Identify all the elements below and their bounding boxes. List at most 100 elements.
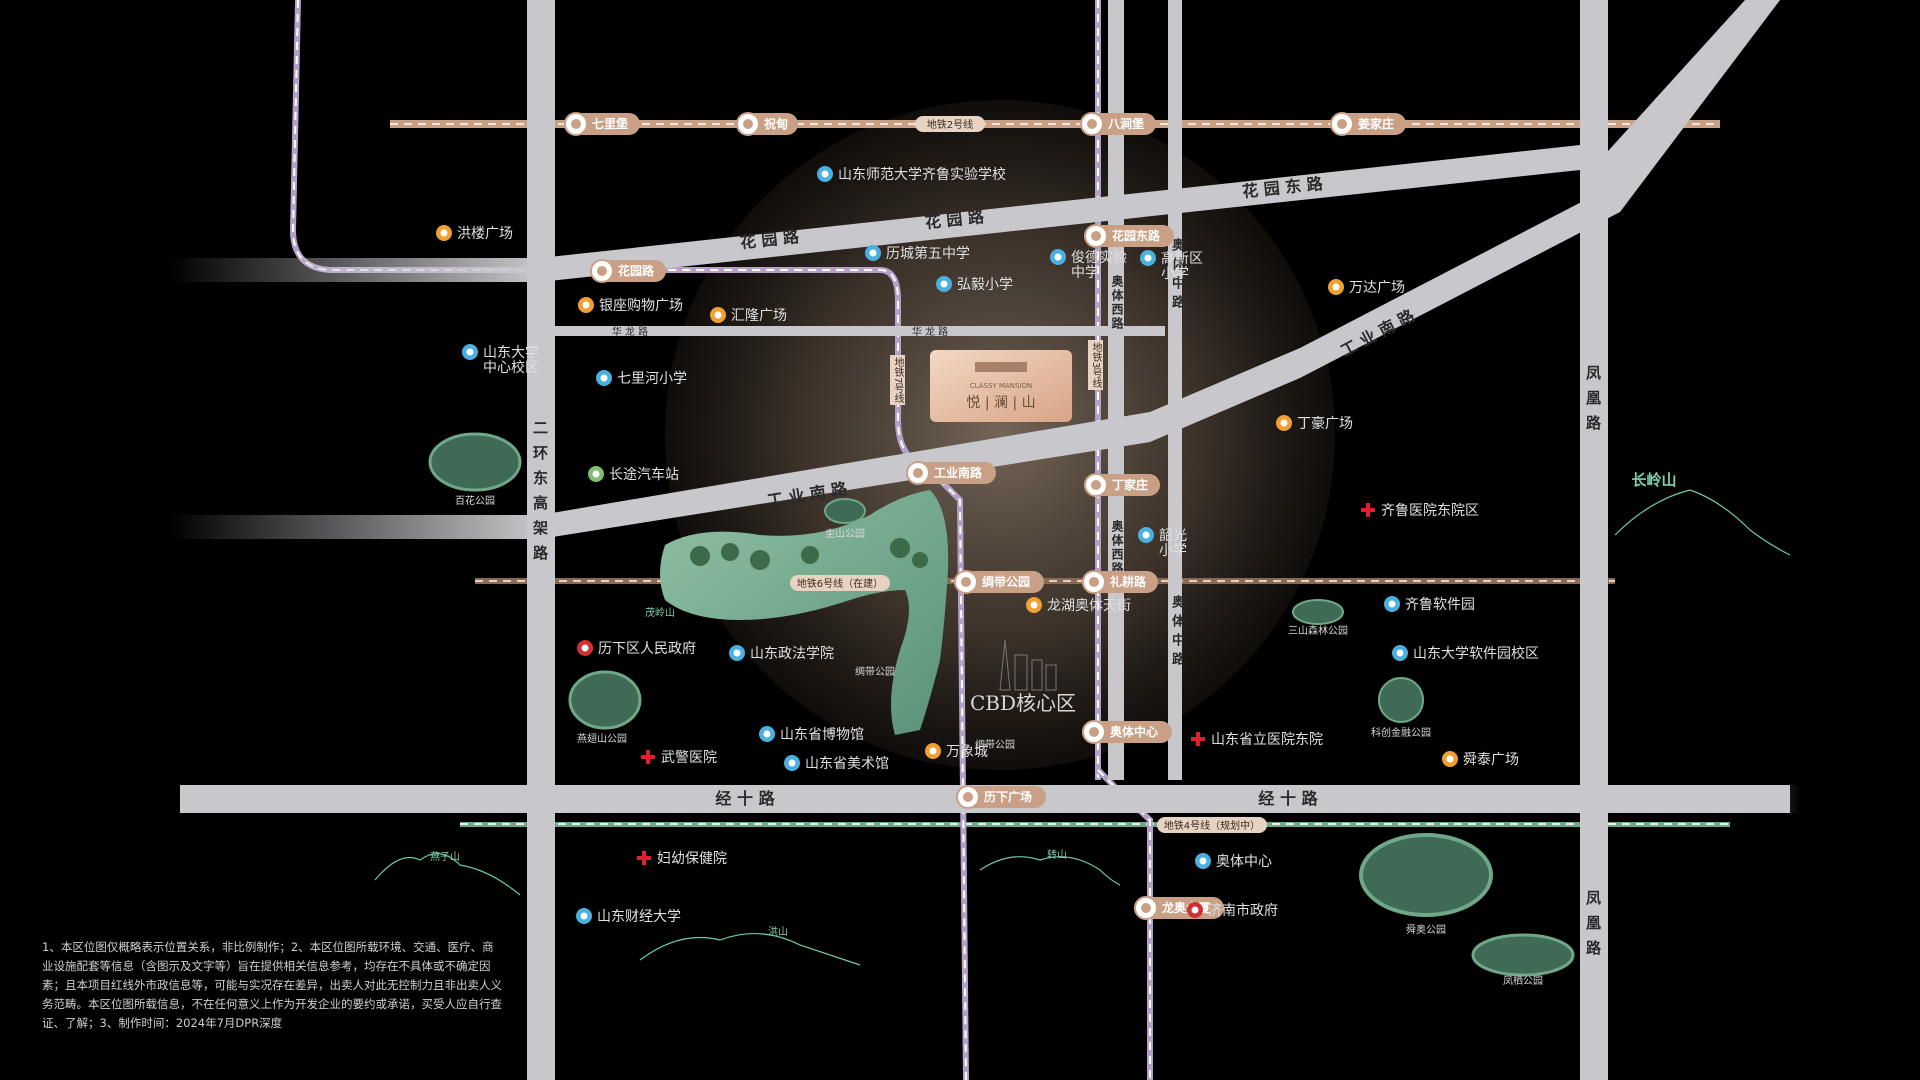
park-label: 科创金融公园 bbox=[1371, 726, 1431, 739]
poi-label: 山东省立医院东院 bbox=[1211, 732, 1323, 748]
poi-item[interactable]: 舜泰广场 bbox=[1442, 751, 1519, 768]
poi-item[interactable]: 七里河小学 bbox=[596, 370, 687, 387]
poi-item[interactable]: 洪楼广场 bbox=[436, 225, 513, 242]
poi-item[interactable]: 长途汽车站 bbox=[588, 466, 679, 483]
poi-item[interactable]: 妇幼保健院 bbox=[637, 850, 727, 867]
poi-label: 历城第五中学 bbox=[886, 245, 970, 262]
station-工业南路[interactable]: 工业南路 bbox=[906, 461, 996, 485]
poi-label: 洪楼广场 bbox=[457, 226, 513, 242]
poi-label: 韶光 bbox=[1159, 528, 1187, 544]
poi-item[interactable]: 银座购物广场 bbox=[578, 297, 683, 314]
road-label-aoti-zhong: 奥体中路 bbox=[1169, 238, 1183, 314]
metro-tag-line2: 地铁2号线 bbox=[927, 118, 973, 131]
metro-icon-inner bbox=[1337, 119, 1347, 129]
park-shunao bbox=[1359, 833, 1493, 917]
road-erhuan bbox=[527, 0, 555, 1080]
poi-item[interactable]: 山东省博物馆 bbox=[759, 726, 864, 743]
poi-item[interactable]: 历城第五中学 bbox=[865, 245, 970, 262]
station-历下广场[interactable]: 历下广场 bbox=[956, 785, 1046, 809]
metro-icon-inner bbox=[1091, 480, 1101, 490]
poi-label: 山东大学 bbox=[483, 345, 539, 361]
poi-label: 齐鲁医院东院区 bbox=[1381, 503, 1479, 519]
poi-label: 济南市政府 bbox=[1208, 902, 1278, 919]
poi-item[interactable]: 山东省美术馆 bbox=[784, 755, 889, 772]
metro-icon-inner bbox=[913, 468, 923, 478]
station-八涧堡[interactable]: 八涧堡 bbox=[1080, 112, 1156, 136]
station-label: 礼耕路 bbox=[1110, 574, 1147, 589]
poi-label: 七里河小学 bbox=[617, 371, 687, 387]
metro-tag-line7: 地铁7号线 bbox=[890, 355, 905, 406]
poi-label: 山东师范大学齐鲁实验学校 bbox=[838, 166, 1006, 183]
poi-item[interactable]: 万达广场 bbox=[1328, 279, 1405, 296]
poi-item[interactable]: 历下区人民政府 bbox=[577, 640, 696, 657]
school-icon-glyph bbox=[1142, 531, 1150, 539]
project-brand-en: CLASSY MANSION bbox=[970, 382, 1032, 390]
poi-item[interactable]: 山东财经大学 bbox=[576, 908, 681, 925]
school-icon-glyph bbox=[733, 649, 741, 657]
cbd-label: CBD核心区 bbox=[970, 691, 1076, 715]
school-icon-glyph bbox=[1144, 254, 1152, 262]
station-祝甸[interactable]: 祝甸 bbox=[736, 112, 798, 136]
road-gongye-south bbox=[540, 182, 1620, 539]
poi-item[interactable]: 万象城 bbox=[925, 743, 988, 760]
station-丁家庄[interactable]: 丁家庄 bbox=[1084, 473, 1160, 497]
poi-item[interactable]: 山东师范大学齐鲁实验学校 bbox=[817, 166, 1006, 183]
poi-label-line2: 小学 bbox=[1159, 543, 1187, 559]
metro-tag-line4: 地铁4号线（规划中） bbox=[1164, 819, 1260, 832]
poi-item[interactable]: 齐鲁医院东院区 bbox=[1361, 503, 1479, 519]
metro-icon-inner bbox=[1091, 231, 1101, 241]
park-label: 舜奥公园 bbox=[1406, 923, 1446, 936]
poi-item[interactable]: 山东大学软件园校区 bbox=[1392, 645, 1539, 662]
station-花园路[interactable]: 花园路 bbox=[590, 259, 666, 283]
mountain-label: 长岭山 bbox=[1631, 471, 1676, 489]
station-label: 龙奥大厦 bbox=[1162, 900, 1211, 915]
poi-label: 山东政法学院 bbox=[750, 646, 834, 662]
road-label-erhuan: 二环东高架路 bbox=[531, 420, 549, 570]
bus-icon-glyph bbox=[592, 470, 600, 478]
poi-item[interactable]: 奥体中心 bbox=[1195, 853, 1272, 870]
park-label: 绸带公园 bbox=[855, 665, 895, 678]
poi-label-line2: 中学 bbox=[1071, 265, 1099, 281]
disclaimer-text: 1、本区位图仅概略表示位置关系，非比例制作；2、本区位图所载环境、交通、医疗、商… bbox=[42, 940, 502, 1030]
park-label: 绸带公园 bbox=[975, 738, 1015, 751]
poi-item[interactable]: 武警医院 bbox=[641, 750, 717, 766]
poi-item[interactable]: 齐鲁软件园 bbox=[1384, 596, 1475, 613]
station-奥体中心[interactable]: 奥体中心 bbox=[1082, 720, 1172, 744]
station-花园东路[interactable]: 花园东路 bbox=[1084, 224, 1174, 248]
station-label: 七里堡 bbox=[592, 116, 628, 131]
metro-icon-inner bbox=[743, 119, 753, 129]
poi-item[interactable]: 丁豪广场 bbox=[1276, 415, 1353, 432]
poi-item[interactable]: 山东省立医院东院 bbox=[1191, 732, 1323, 748]
station-七里堡[interactable]: 七里堡 bbox=[564, 112, 640, 136]
hospital-icon bbox=[1191, 732, 1205, 746]
poi-label: 奥体中心 bbox=[1216, 853, 1272, 870]
metro-icon-inner bbox=[961, 577, 971, 587]
station-label: 奥体中心 bbox=[1110, 724, 1158, 739]
station-label: 历下广场 bbox=[984, 789, 1032, 804]
museum-icon-glyph bbox=[788, 759, 796, 767]
school-icon-glyph bbox=[869, 249, 877, 257]
station-label: 祝甸 bbox=[764, 116, 788, 131]
poi-item[interactable]: 汇隆广场 bbox=[710, 307, 787, 324]
poi-item[interactable]: 龙湖奥体天街 bbox=[1026, 597, 1131, 614]
metro-line-4 bbox=[460, 822, 1730, 827]
hospital-icon bbox=[637, 851, 651, 865]
cbd-buildings bbox=[999, 639, 1057, 691]
metro-tag-line6: 地铁6号线（在建） bbox=[797, 577, 883, 590]
station-姜家庄[interactable]: 姜家庄 bbox=[1330, 112, 1406, 136]
station-绸带公园[interactable]: 绸带公园 bbox=[954, 570, 1044, 594]
poi-label: 历下区人民政府 bbox=[598, 641, 696, 657]
metro-stations: 七里堡祝甸八涧堡姜家庄花园路花园东路工业南路丁家庄绸带公园礼耕路奥体中心历下广场… bbox=[564, 112, 1406, 920]
mountain-label: 燕子山 bbox=[430, 851, 460, 863]
poi-item[interactable]: 济南市政府 bbox=[1187, 902, 1278, 919]
poi-item[interactable]: 弘毅小学 bbox=[936, 276, 1013, 293]
mall-icon-glyph bbox=[1030, 601, 1038, 609]
poi-item[interactable]: 山东政法学院 bbox=[729, 645, 834, 662]
station-礼耕路[interactable]: 礼耕路 bbox=[1082, 570, 1158, 594]
poi-label: 汇隆广场 bbox=[731, 308, 787, 324]
